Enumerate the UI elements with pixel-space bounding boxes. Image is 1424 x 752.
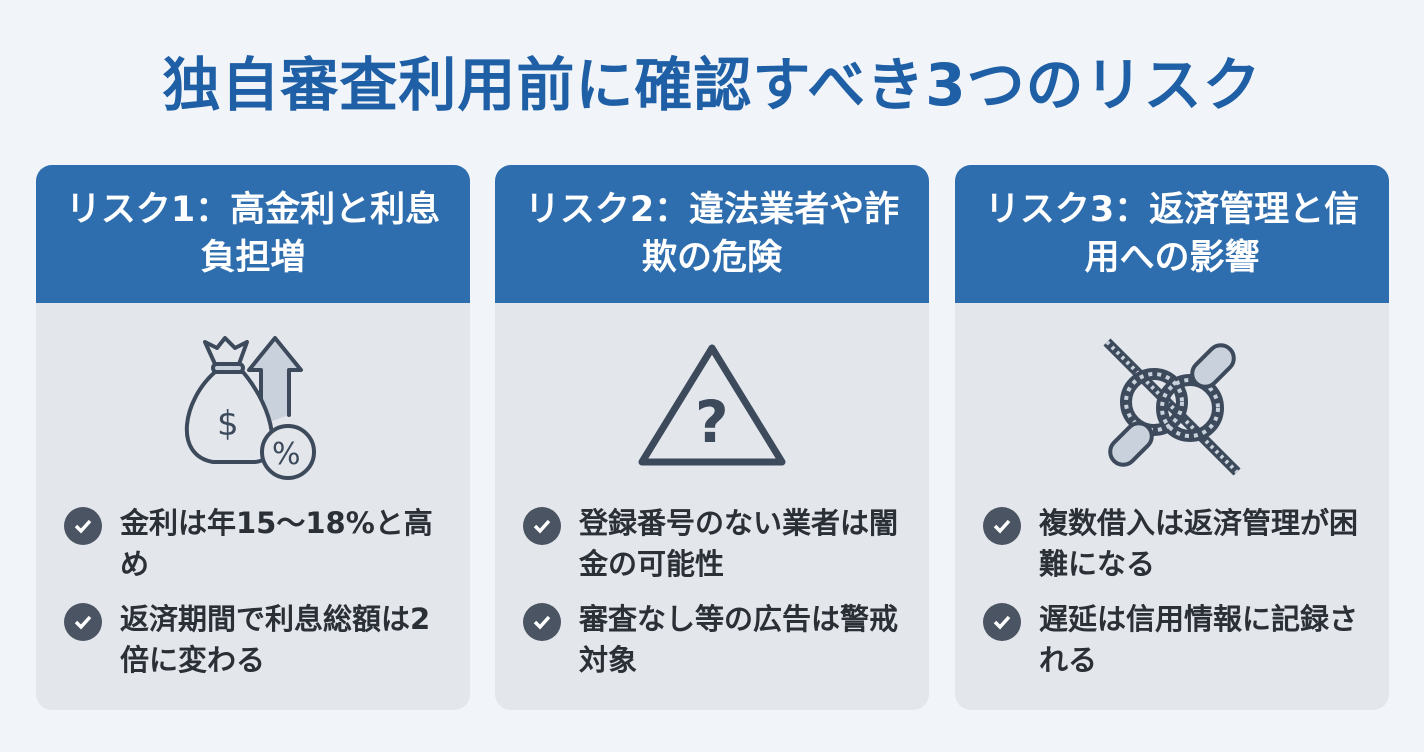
risk-card-2: リスク2：違法業者や詐欺の危険 ? 登録番号のない業者は闇金の可能性 審査なし等… bbox=[495, 165, 929, 710]
bullet-text: 複数借入は返済管理が困難になる bbox=[1039, 506, 1359, 581]
bullet-item: 遅延は信用情報に記録される bbox=[983, 599, 1375, 681]
bullet-item: 登録番号のない業者は闇金の可能性 bbox=[523, 503, 915, 585]
page-title: 独自審査利用前に確認すべき3つのリスク bbox=[162, 51, 1262, 119]
money-bag-percent-up-icon: $ % bbox=[185, 336, 316, 480]
bullet-text: 返済期間で利息総額は2倍に変わる bbox=[120, 602, 431, 677]
card-heading: リスク1：高金利と利息負担増 bbox=[36, 165, 470, 303]
bullet-item: 審査なし等の広告は警戒対象 bbox=[523, 599, 915, 681]
svg-text:$: $ bbox=[217, 404, 239, 444]
bullet-item: 金利は年15〜18%と高め bbox=[64, 503, 456, 585]
check-circle-icon bbox=[983, 507, 1021, 545]
bullet-text: 審査なし等の広告は警戒対象 bbox=[579, 602, 899, 677]
risk-card-3: リスク3：返済管理と信用への影響 複数借入は返済管理が困難になる 遅延は信用情報… bbox=[955, 165, 1389, 710]
bullet-item: 返済期間で利息総額は2倍に変わる bbox=[64, 599, 456, 681]
bullet-text: 登録番号のない業者は闇金の可能性 bbox=[579, 506, 899, 581]
bullet-text: 遅延は信用情報に記録される bbox=[1039, 602, 1359, 677]
check-circle-icon bbox=[523, 507, 561, 545]
check-circle-icon bbox=[64, 603, 102, 641]
check-circle-icon bbox=[523, 603, 561, 641]
svg-text:%: % bbox=[272, 437, 301, 472]
bullet-item: 複数借入は返済管理が困難になる bbox=[983, 503, 1375, 585]
card-heading: リスク2：違法業者や詐欺の危険 bbox=[495, 165, 929, 303]
warning-question-icon: ? bbox=[638, 344, 786, 466]
check-circle-icon bbox=[983, 603, 1021, 641]
card-heading: リスク3：返済管理と信用への影響 bbox=[955, 165, 1389, 303]
bullet-text: 金利は年15〜18%と高め bbox=[120, 506, 433, 581]
rope-chain-knot-icon bbox=[1103, 338, 1241, 476]
check-circle-icon bbox=[64, 507, 102, 545]
risk-card-1: リスク1：高金利と利息負担増 $ % 金利は年15〜18%と高め 返済期間で利息… bbox=[36, 165, 470, 710]
svg-text:?: ? bbox=[695, 388, 729, 456]
